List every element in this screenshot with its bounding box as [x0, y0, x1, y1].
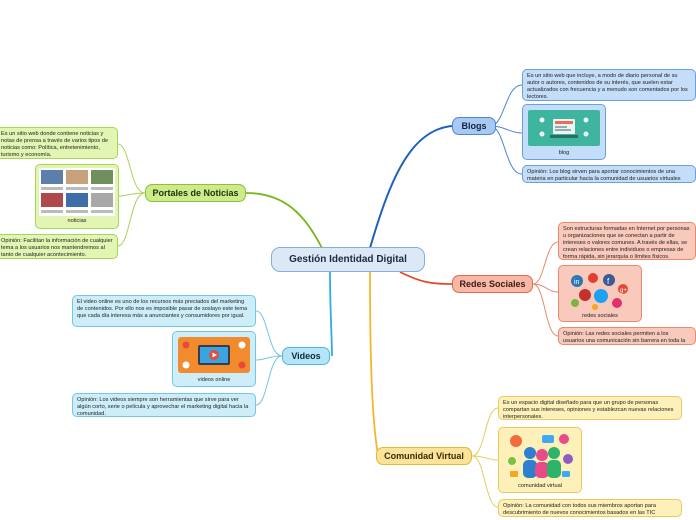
comunidad-image[interactable]: comunidad virtual: [498, 427, 582, 493]
root-topic[interactable]: Gestión Identidad Digital: [271, 247, 425, 272]
blogs-definition[interactable]: Es un sitio web que incluye, a modo de d…: [522, 69, 696, 101]
videos-definition[interactable]: El video online es uno de los recursos m…: [72, 295, 256, 327]
videos-opinion[interactable]: Opinión: Los videos siempre son herramie…: [72, 393, 256, 417]
topic-blogs[interactable]: Blogs: [452, 117, 496, 135]
link-root-portales: [245, 192, 323, 249]
portales-definition[interactable]: Es un sitio web donde contiene noticias …: [0, 127, 118, 159]
svg-text:f: f: [607, 277, 610, 286]
comunidad-definition[interactable]: Es un espacio digital diseñado para que …: [498, 396, 682, 420]
videos-image[interactable]: videos online: [172, 331, 256, 387]
redes-definition[interactable]: Son estructuras formadas en Internet por…: [558, 222, 696, 260]
topic-portales-de-noticias[interactable]: Portales de Noticias: [145, 184, 246, 202]
redes-image[interactable]: in f g+ redes sociales: [558, 265, 642, 322]
svg-text:g+: g+: [620, 288, 627, 294]
news-portal-icon: [39, 168, 115, 216]
portales-opinion[interactable]: Opinión: Facilitan la información de cua…: [0, 234, 118, 259]
blogs-image[interactable]: blog: [522, 104, 606, 160]
blogs-image-caption: blog: [558, 150, 570, 156]
portales-image[interactable]: noticias: [35, 164, 119, 229]
link-root-videos: [329, 271, 333, 357]
link-root-redes: [399, 271, 453, 285]
videos-image-caption: videos online: [197, 377, 231, 383]
topic-redes-sociales[interactable]: Redes Sociales: [452, 275, 533, 293]
online-video-icon: [178, 337, 250, 373]
topic-videos[interactable]: Videos: [282, 347, 330, 365]
redes-opinion[interactable]: Opinión: Las redes sociales permiten a l…: [558, 327, 696, 345]
redes-image-caption: redes sociales: [582, 313, 618, 319]
svg-text:in: in: [574, 279, 580, 286]
link-root-blogs: [369, 125, 453, 249]
virtual-community-icon: [508, 434, 573, 478]
social-network-icons: in f g+: [571, 273, 628, 310]
blogs-opinion[interactable]: Opinión: Los blog sirven para aportar co…: [522, 165, 696, 183]
blog-illustration-icon: [528, 110, 600, 146]
comunidad-image-caption: comunidad virtual: [518, 483, 562, 489]
comunidad-opinion[interactable]: Opinión: La comunidad con todos sus miem…: [498, 499, 682, 517]
portales-image-caption: noticias: [67, 218, 87, 224]
topic-comunidad-virtual[interactable]: Comunidad Virtual: [376, 447, 472, 465]
link-root-comunidad: [369, 271, 379, 456]
